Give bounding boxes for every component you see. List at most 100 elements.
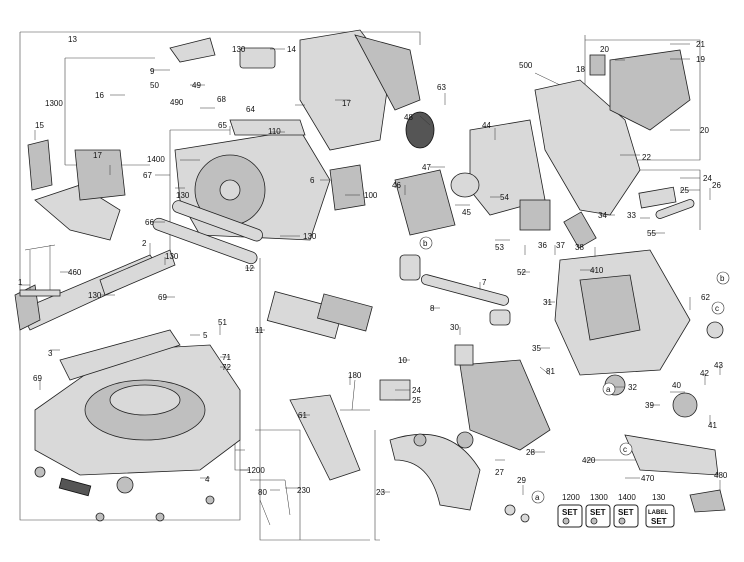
part-label: 22 — [642, 153, 651, 162]
part-label: 51 — [218, 318, 227, 327]
dust-chute — [27, 139, 126, 241]
part-label: 20 — [600, 45, 609, 54]
callout-c-2-text: c — [623, 445, 627, 454]
part-label: 29 — [517, 476, 526, 485]
small-parts — [250, 54, 695, 526]
part-label: 32 — [628, 383, 637, 392]
part-label: 24 — [412, 386, 421, 395]
part-label: 63 — [437, 83, 446, 92]
part-label: 110 — [268, 127, 281, 136]
part-label: 21 — [696, 40, 705, 49]
part-label: 37 — [556, 241, 565, 250]
callout-b-2-text: b — [720, 274, 725, 283]
part-label: 18 — [576, 65, 585, 74]
callout-c-2 — [619, 442, 633, 456]
part-label: 48 — [404, 113, 413, 122]
part-label: 410 — [590, 266, 604, 275]
part-label: 47 — [422, 163, 431, 172]
part-label: 41 — [708, 421, 717, 430]
upper-guard — [169, 29, 421, 151]
part-label: 1400 — [147, 155, 165, 164]
part-label: 33 — [627, 211, 636, 220]
set-1300-number: 1300 — [590, 493, 608, 502]
part-label: 68 — [217, 95, 226, 104]
callout-a-2 — [531, 490, 545, 504]
part-label: 130 — [232, 45, 246, 54]
part-label: 71 — [222, 353, 231, 362]
callout-a-2-text: a — [535, 493, 540, 502]
callout-b-2 — [716, 271, 730, 285]
part-label: 9 — [150, 67, 155, 76]
part-label: 52 — [517, 268, 526, 277]
leader-lines — [20, 43, 721, 495]
part-label: 25 — [412, 396, 421, 405]
part-label: 62 — [701, 293, 710, 302]
set-1400-gear-icon — [618, 517, 626, 525]
part-label: 38 — [575, 243, 584, 252]
part-label: 81 — [546, 367, 555, 376]
set-1400-badge-text: SET — [618, 508, 634, 517]
part-label: 17 — [342, 99, 351, 108]
label-set-badge-text: SET — [651, 517, 667, 526]
part-label: 1300 — [45, 99, 63, 108]
part-label: 2 — [142, 239, 147, 248]
part-label: 130 — [176, 191, 190, 200]
part-label: 69 — [33, 374, 42, 383]
part-label: 42 — [700, 369, 709, 378]
set-130-number: 130 — [652, 493, 666, 502]
part-label: 15 — [35, 121, 44, 130]
part-label: 420 — [582, 456, 596, 465]
part-label: 31 — [543, 298, 552, 307]
part-label: 20 — [700, 126, 709, 135]
set-1200-gear-icon — [562, 517, 570, 525]
gear-case — [554, 249, 724, 418]
part-label: 72 — [222, 363, 231, 372]
part-label: 36 — [538, 241, 547, 250]
part-label: 130 — [88, 291, 102, 300]
set-1200-badge-text: SET — [562, 508, 578, 517]
part-label: 55 — [647, 229, 656, 238]
part-label: 460 — [68, 268, 82, 277]
part-label: 10 — [398, 356, 407, 365]
callout-b-1-text: b — [423, 239, 428, 248]
part-label: 50 — [150, 81, 159, 90]
part-label: 45 — [462, 208, 471, 217]
part-label: 8 — [430, 304, 435, 313]
part-label: 28 — [526, 448, 535, 457]
part-label: 13 — [68, 35, 77, 44]
part-label: 3 — [48, 349, 53, 358]
set-1400-number: 1400 — [618, 493, 636, 502]
part-label: 130 — [303, 232, 317, 241]
part-label: 35 — [532, 344, 541, 353]
part-label: 61 — [298, 411, 307, 420]
part-label: 46 — [392, 181, 401, 190]
part-label: 16 — [95, 91, 104, 100]
part-label: 80 — [258, 488, 267, 497]
part-label: 5 — [203, 331, 208, 340]
part-label: 12 — [245, 264, 254, 273]
clamp — [19, 244, 61, 297]
label-set-top-text: LABEL — [648, 510, 668, 516]
base-assembly — [34, 329, 241, 522]
part-label: 23 — [376, 488, 385, 497]
part-label: 26 — [712, 181, 721, 190]
part-label: 11 — [255, 326, 264, 335]
dust-bag — [624, 434, 726, 513]
callout-circles: b b c a c a — [419, 236, 730, 504]
callout-c-1 — [711, 301, 725, 315]
part-label: 64 — [246, 105, 255, 114]
part-label: 500 — [519, 61, 533, 70]
part-label: 230 — [297, 486, 311, 495]
part-label: 7 — [482, 278, 487, 287]
part-label: 1200 — [247, 466, 265, 475]
set-1300-badge-text: SET — [590, 508, 606, 517]
part-label: 49 — [192, 81, 201, 90]
set-1200-number: 1200 — [562, 493, 580, 502]
rails — [152, 200, 510, 306]
part-label: 6 — [310, 176, 315, 185]
part-label: 27 — [495, 468, 504, 477]
callout-b-1 — [419, 236, 433, 250]
set-badges: 1200 SET 1300 SET 1400 SET 130 LABEL SET — [557, 493, 675, 528]
